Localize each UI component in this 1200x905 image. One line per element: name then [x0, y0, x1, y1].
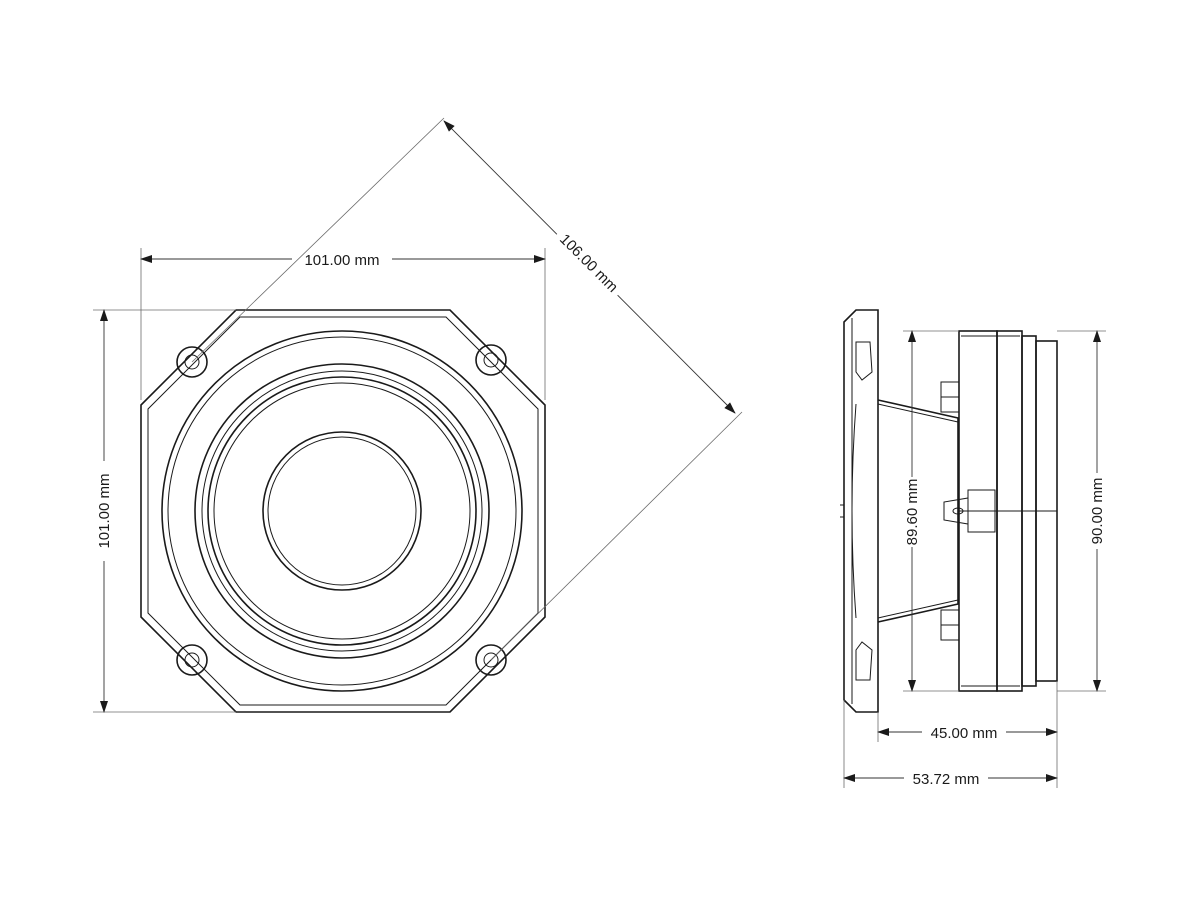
diagonal-label: 106.00 mm: [556, 231, 621, 296]
front-height-label: 101.00 mm: [96, 473, 113, 548]
surround-mid: [201, 370, 483, 652]
front-frame-inner: [147, 316, 539, 706]
mounting-hole-top-right: [475, 344, 507, 376]
side-flange: [843, 309, 879, 713]
side-depth-label: 45.00 mm: [931, 725, 998, 742]
front-view: 101.00 mm 101.00 mm 106.00 mm: [93, 117, 743, 713]
front-width-label: 101.00 mm: [304, 252, 379, 269]
outer-ring-2: [167, 336, 517, 686]
mounting-hole-bottom-right: [475, 644, 507, 676]
side-outer-height-label: 90.00 mm: [1089, 478, 1106, 545]
side-total-depth-label: 53.72 mm: [913, 771, 980, 788]
flange-clip-top: [855, 341, 873, 381]
mounting-hole-bottom-left: [176, 644, 208, 676]
mounting-hole-top-left: [176, 346, 208, 378]
dust-cap-outer: [262, 431, 422, 591]
side-inner-height-label: 89.60 mm: [904, 479, 921, 546]
surround-outer: [194, 363, 490, 659]
side-basket: [877, 399, 959, 623]
outer-ring: [161, 330, 523, 692]
flange-clip-bottom: [855, 641, 873, 681]
dust-cap-inner: [267, 436, 417, 586]
surround-inner: [207, 376, 477, 646]
cone-edge: [213, 382, 471, 640]
side-view: 89.60 mm 90.00 mm 45.00 mm 53.72 mm: [840, 309, 1107, 788]
